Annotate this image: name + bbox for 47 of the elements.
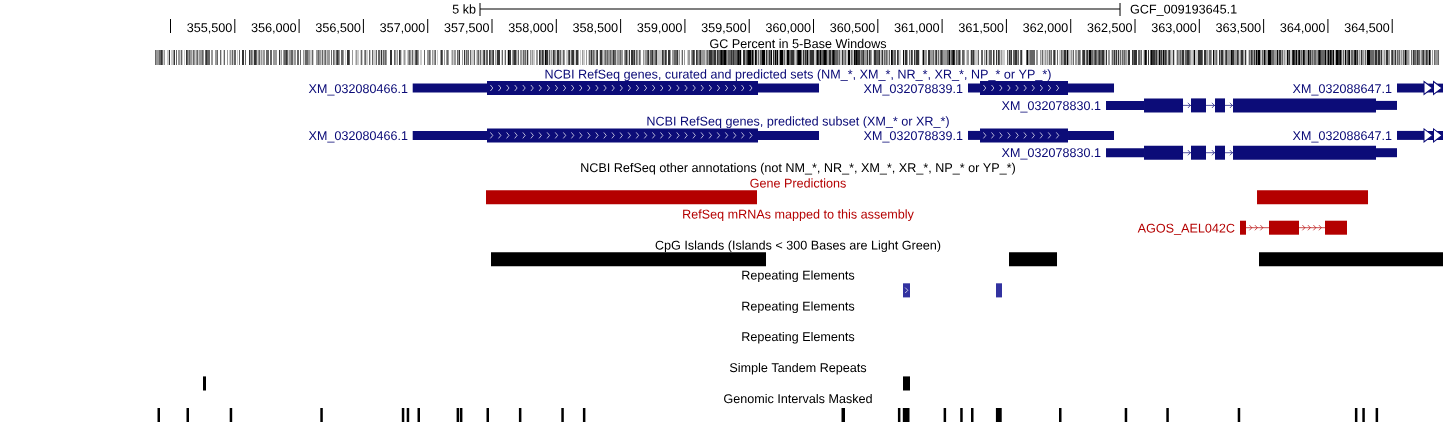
- scale-label: 5 kb: [452, 4, 476, 14]
- coordinate-label: 360,000: [765, 23, 811, 34]
- coordinate-label: 364,500: [1344, 23, 1390, 34]
- cpg-island-bar: [1009, 252, 1057, 267]
- gene-label: XM_032088647.1: [1292, 131, 1392, 143]
- coordinate-label: 358,000: [508, 23, 554, 34]
- coordinate-label: 362,000: [1023, 23, 1068, 34]
- cpg-island-bar: [491, 252, 766, 267]
- gene-label: XM_032088647.1: [1292, 84, 1392, 96]
- gene-label: XM_032078839.1: [863, 84, 963, 96]
- track-title: NCBI RefSeq other annotations (not NM_*, NR_*, XM_*, XR_*, NP_* or YP_*): [581, 162, 1015, 175]
- track-title: Gene Predictions: [750, 178, 846, 188]
- coordinate-label: 359,500: [701, 23, 747, 34]
- gene-prediction-bar: [486, 190, 757, 205]
- gene-label: XM_032078830.1: [1001, 101, 1101, 113]
- gene-label: AGOS_AEL042C: [1137, 223, 1235, 235]
- assembly-label: GCF_009193645.1: [1130, 4, 1237, 16]
- track-title: GC Percent in 5-Base Windows: [710, 38, 887, 49]
- coordinate-label: 364,000: [1280, 23, 1325, 34]
- coordinate-label: 361,000: [894, 23, 940, 34]
- track-title: Simple Tandem Repeats: [729, 362, 867, 375]
- coordinate-label: 362,500: [1087, 23, 1132, 34]
- track-title: RefSeq mRNAs mapped to this assembly: [683, 209, 914, 222]
- track-title: NCBI RefSeq genes, predicted subset (XM_* or XR_*): [647, 116, 949, 129]
- gene-prediction-bar: [1257, 190, 1368, 205]
- track-title: Repeating Elements: [742, 301, 855, 314]
- gene-label: XM_032078830.1: [1001, 148, 1101, 160]
- coordinate-label: 357,500: [444, 23, 489, 34]
- coordinate-label: 357,000: [380, 23, 425, 34]
- gene-label: XM_032080466.1: [308, 84, 408, 96]
- track-title: NCBI RefSeq genes, curated and predicted sets (NM_*, XM_*, NR_*, XR_*, NP_* or YP_*): [545, 69, 1051, 82]
- track-title: Genomic Intervals Masked: [724, 393, 872, 404]
- track-title: Repeating Elements: [742, 270, 855, 283]
- gene-label: XM_032080466.1: [308, 131, 408, 143]
- coordinate-label: 355,500: [187, 23, 232, 34]
- coordinate-label: 363,500: [1216, 23, 1261, 34]
- track-title: Repeating Elements: [742, 331, 855, 344]
- gene-label: XM_032078839.1: [863, 131, 963, 143]
- coordinate-label: 360,500: [830, 23, 875, 34]
- track-title: CpG Islands (Islands < 300 Bases are Light Green): [655, 240, 941, 253]
- coordinate-label: 356,000: [251, 23, 297, 34]
- coordinate-label: 363,000: [1151, 23, 1197, 34]
- coordinate-label: 359,000: [637, 23, 682, 34]
- cpg-island-bar: [1259, 252, 1443, 267]
- coordinate-label: 356,500: [315, 23, 361, 34]
- coordinate-label: 361,500: [958, 23, 1004, 34]
- coordinate-label: 358,500: [573, 23, 618, 34]
